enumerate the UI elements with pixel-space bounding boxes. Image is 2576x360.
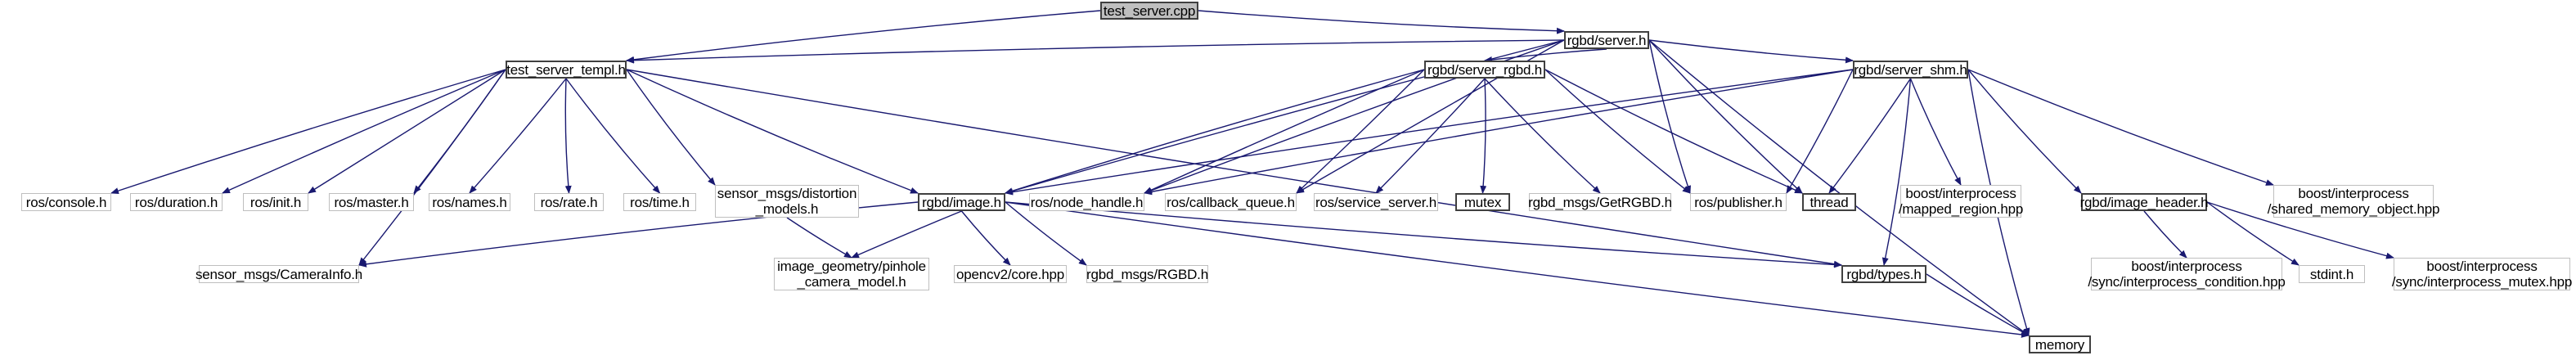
graph-node-mutex[interactable]: mutex	[1455, 193, 1510, 211]
graph-edge-test-server-templ-h-to-rgbd-image-h	[626, 69, 919, 194]
graph-edge-rgbd-server-shm-h-to-boost-shared-memory-object-hpp	[1967, 69, 2274, 186]
graph-node-ros-service-server-h[interactable]: ros/service_server.h	[1314, 193, 1438, 211]
graph-node-ros-node-handle-h[interactable]: ros/node_handle.h	[1029, 193, 1144, 211]
graph-edge-test-server-templ-h-to-ros-duration-h	[222, 69, 506, 194]
graph-node-image-geometry-pinhole-camera-model-h[interactable]: image_geometry/pinhole _camera_model.h	[774, 258, 929, 290]
graph-edge-test-server-templ-h-to-ros-names-h	[469, 78, 567, 194]
graph-node-ros-time-h[interactable]: ros/time.h	[623, 193, 696, 211]
graph-edge-test-server-templ-h-to-ros-init-h	[308, 69, 506, 194]
graph-edge-rgbd-image-h-to-image-geometry-pinhole-camera-model-h	[851, 210, 962, 259]
graph-edge-rgbd-server-rgbd-h-to-ros-callback-queue-h	[1296, 69, 1425, 194]
graph-edge-rgbd-server-rgbd-h-to-ros-service-server-h	[1375, 78, 1486, 194]
graph-node-test-server-templ-h[interactable]: test_server_templ.h	[506, 61, 627, 79]
graph-edge-rgbd-types-h-to-memory	[1926, 273, 2030, 336]
graph-node-rgbd-msgs-GetRGBD-h[interactable]: rgbd_msgs/GetRGBD.h	[1528, 193, 1672, 211]
graph-node-ros-names-h[interactable]: ros/names.h	[429, 193, 510, 211]
graph-node-ros-console-h[interactable]: ros/console.h	[21, 193, 111, 211]
graph-node-rgbd-types-h[interactable]: rgbd/types.h	[1841, 265, 1926, 283]
graph-node-boost-mapped-region-hpp[interactable]: boost/interprocess /mapped_region.hpp	[1898, 185, 2024, 218]
graph-edge-rgbd-server-rgbd-h-to-mutex	[1480, 78, 1487, 194]
graph-edge-test-server-templ-h-to-ros-console-h	[110, 69, 506, 194]
graph-node-ros-master-h[interactable]: ros/master.h	[329, 193, 414, 211]
graph-node-thread[interactable]: thread	[1802, 193, 1856, 211]
graph-node-rgbd-server-h[interactable]: rgbd/server.h	[1564, 31, 1649, 49]
graph-node-ros-duration-h[interactable]: ros/duration.h	[130, 193, 223, 211]
graph-node-rgbd-image-h[interactable]: rgbd/image.h	[918, 193, 1005, 211]
graph-edge-rgbd-server-h-to-rgbd-server-rgbd-h	[1484, 48, 1607, 63]
graph-node-ros-init-h[interactable]: ros/init.h	[243, 193, 308, 211]
graph-edge-rgbd-image-h-to-opencv2-core-hpp	[960, 210, 1011, 266]
graph-edge-test-server-templ-h-to-ros-rate-h	[564, 78, 572, 194]
graph-edge-test-server-templ-h-to-sensor-msgs-distortion-models-h	[626, 69, 716, 186]
graph-edge-rgbd-server-shm-h-to-rgbd-types-h	[1881, 78, 1912, 266]
graph-node-test-server-cpp[interactable]: test_server.cpp	[1100, 2, 1198, 20]
graph-node-stdint-h[interactable]: stdint.h	[2299, 265, 2365, 283]
graph-node-boost-interprocess-mutex-hpp[interactable]: boost/interprocess /sync/interprocess_mu…	[2391, 258, 2573, 290]
graph-edge-rgbd-server-rgbd-h-to-rgbd-image-h	[1005, 69, 1425, 195]
graph-node-sensor-msgs-distortion-models-h[interactable]: sensor_msgs/distortion _models.h	[715, 185, 859, 218]
graph-node-boost-shared-memory-object-hpp[interactable]: boost/interprocess /shared_memory_object…	[2267, 185, 2440, 218]
graph-edge-rgbd-server-shm-h-to-rgbd-image-header-h	[1967, 69, 2082, 194]
graph-node-rgbd-server-rgbd-h[interactable]: rgbd/server_rgbd.h	[1424, 61, 1545, 79]
graph-node-ros-callback-queue-h[interactable]: ros/callback_queue.h	[1165, 193, 1297, 211]
graph-edge-test-server-templ-h-to-sensor-msgs-CameraInfo-h	[358, 69, 506, 266]
graph-edge-rgbd-server-shm-h-to-thread	[1828, 78, 1912, 194]
graph-edge-rgbd-server-h-to-thread	[1648, 39, 1803, 194]
graph-edge-rgbd-image-h-to-rgbd-types-h	[1005, 201, 1842, 268]
graph-edge-rgbd-server-h-to-test-server-templ-h	[626, 39, 1565, 64]
graph-edge-rgbd-server-shm-h-to-boost-mapped-region-hpp	[1909, 78, 1962, 186]
graph-edge-rgbd-server-rgbd-h-to-ros-publisher-h	[1544, 69, 1691, 194]
graph-node-sensor-msgs-CameraInfo-h[interactable]: sensor_msgs/CameraInfo.h	[196, 265, 363, 283]
graph-edge-rgbd-server-rgbd-h-to-rgbd-msgs-GetRGBD-h	[1484, 78, 1601, 194]
graph-edge-rgbd-image-header-h-to-boost-interprocess-condition-hpp	[2143, 210, 2187, 259]
graph-edge-rgbd-server-shm-h-to-rgbd-image-h	[1005, 69, 1854, 196]
graph-edge-rgbd-server-h-to-rgbd-server-shm-h	[1648, 39, 1854, 64]
graph-edge-rgbd-image-h-to-rgbd-msgs-RGBD-h	[1005, 201, 1087, 266]
graph-edge-sensor-msgs-distortion-models-h-to-image-geometry-pinhole-camera-model-h	[786, 217, 852, 259]
graph-node-memory[interactable]: memory	[2029, 335, 2091, 353]
graph-edge-rgbd-server-h-to-ros-publisher-h	[1648, 39, 1691, 194]
graph-node-rgbd-image-header-h[interactable]: rgbd/image_header.h	[2079, 193, 2209, 211]
graph-edge-test-server-templ-h-to-ros-master-h	[413, 69, 506, 194]
graph-node-ros-publisher-h[interactable]: ros/publisher.h	[1690, 193, 1787, 211]
graph-node-rgbd-server-shm-h[interactable]: rgbd/server_shm.h	[1853, 61, 1968, 79]
graph-node-boost-interprocess-condition-hpp[interactable]: boost/interprocess /sync/interprocess_co…	[2088, 258, 2286, 290]
graph-edge-rgbd-server-rgbd-h-to-thread	[1544, 69, 1803, 194]
graph-edge-rgbd-server-shm-h-to-ros-publisher-h	[1786, 69, 1854, 194]
graph-edge-test-server-cpp-to-test-server-templ-h	[626, 10, 1101, 63]
graph-edge-test-server-templ-h-to-ros-time-h	[565, 78, 661, 194]
graph-edge-test-server-templ-h-to-rgbd-types-h	[626, 69, 1842, 268]
graph-node-rgbd-msgs-RGBD-h[interactable]: rgbd_msgs/RGBD.h	[1086, 265, 1208, 283]
graph-node-opencv2-core-hpp[interactable]: opencv2/core.hpp	[954, 265, 1067, 283]
graph-node-ros-rate-h[interactable]: ros/rate.h	[534, 193, 604, 211]
graph-edge-rgbd-server-rgbd-h-to-ros-node-handle-h	[1144, 69, 1425, 194]
graph-edge-rgbd-server-shm-h-to-ros-node-handle-h	[1144, 69, 1854, 196]
graph-edge-test-server-cpp-to-rgbd-server-h	[1198, 10, 1565, 34]
